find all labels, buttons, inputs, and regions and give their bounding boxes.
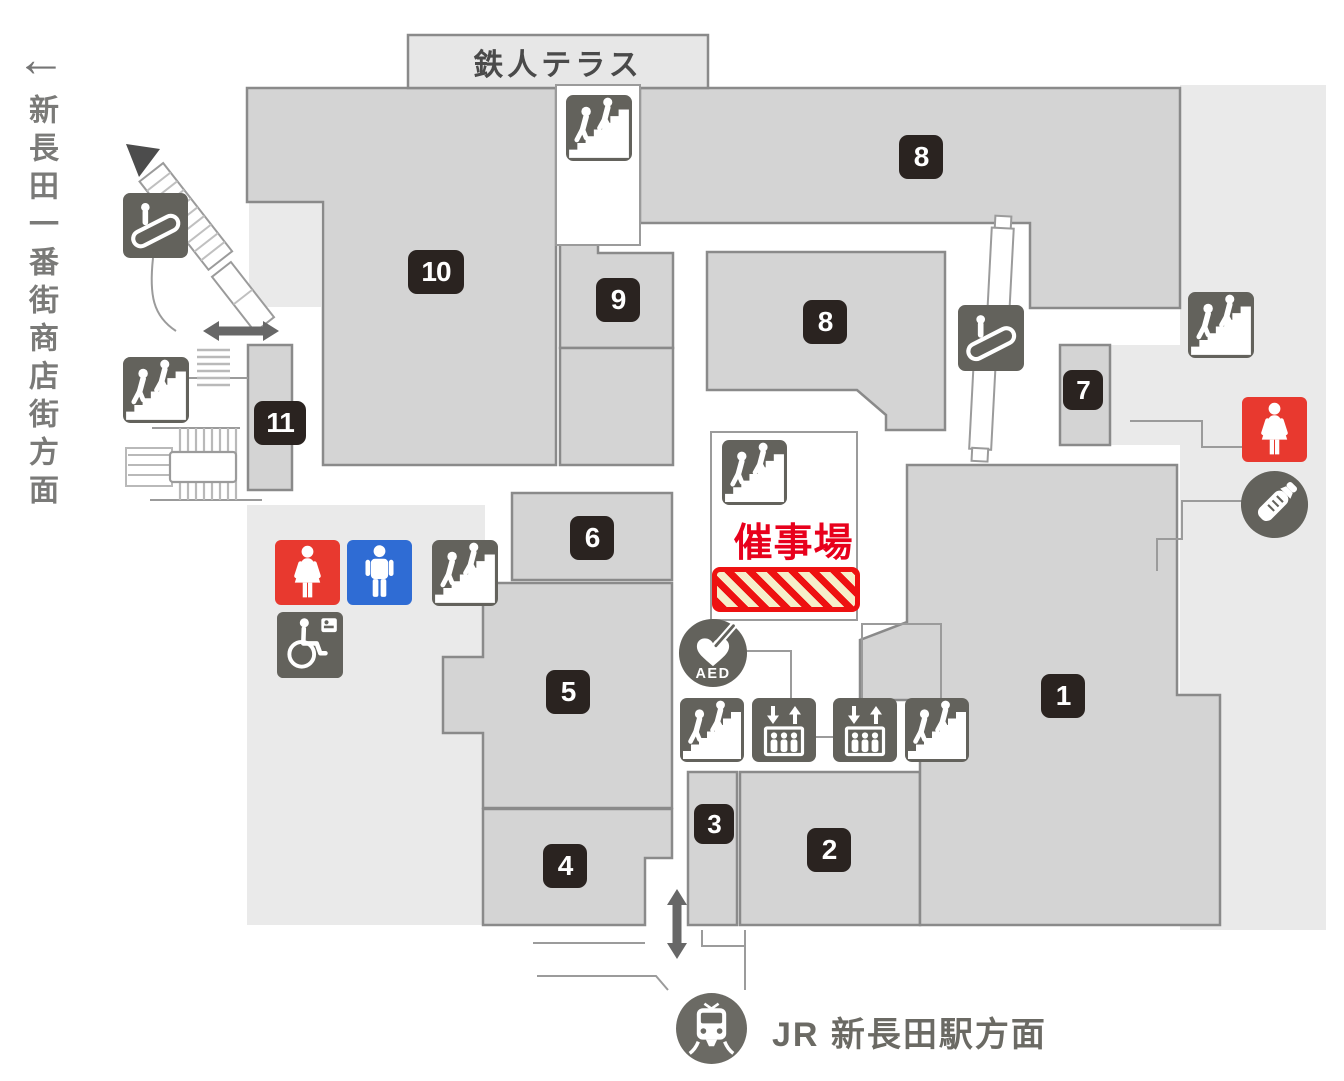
left-arrow-icon: ←	[16, 31, 66, 87]
area-1-shape	[858, 463, 1222, 927]
aed-label: AED	[695, 666, 731, 682]
area-3-shape	[686, 770, 739, 927]
event-space-hatch	[712, 567, 860, 612]
area-badge-8-mid: 8	[803, 300, 847, 344]
elevator-icon	[752, 698, 816, 762]
mens-toilet-icon	[347, 540, 412, 605]
stairs-icon	[566, 95, 632, 161]
event-space-label: 催事場	[733, 522, 854, 565]
area-badge-1: 1	[1041, 674, 1085, 718]
train-station-icon	[675, 992, 748, 1065]
escalator-icon	[123, 193, 188, 258]
nursing-room-icon	[1240, 470, 1309, 539]
womens-toilet-icon	[275, 540, 340, 605]
two-way-arrow-vertical	[667, 889, 687, 959]
area-badge-4: 4	[543, 844, 587, 888]
area-badge-2: 2	[807, 828, 851, 872]
area-badge-3: 3	[694, 804, 734, 844]
escalator-icon	[958, 305, 1024, 371]
stairs-icon	[123, 357, 189, 423]
terrace-label: 鉄人テラス	[473, 48, 643, 82]
stairs-icon	[1188, 292, 1254, 358]
area-badge-9: 9	[596, 278, 640, 322]
accessible-toilet-icon	[277, 612, 343, 678]
area-badge-10: 10	[408, 250, 464, 294]
area-badge-11: 11	[254, 401, 306, 445]
two-way-arrow-horizontal	[203, 321, 279, 341]
street-direction-label: 新長田一番街商店街方面	[24, 94, 57, 512]
stairs-icon	[905, 698, 969, 762]
area-9-lower-shape	[558, 346, 675, 467]
station-direction-label: JR 新長田駅方面	[772, 1016, 1047, 1054]
area-badge-8-north: 8	[899, 135, 943, 179]
elevator-icon	[833, 698, 897, 762]
stairs-icon	[680, 698, 744, 762]
stair-hatch-small	[197, 348, 230, 387]
womens-toilet-icon	[1242, 397, 1307, 462]
area-badge-7: 7	[1063, 370, 1103, 410]
area-badge-5: 5	[546, 670, 590, 714]
stairwell-drawing	[125, 428, 238, 500]
stairs-icon	[432, 540, 498, 606]
stairs-icon	[722, 440, 787, 505]
area-badge-6: 6	[570, 516, 614, 560]
